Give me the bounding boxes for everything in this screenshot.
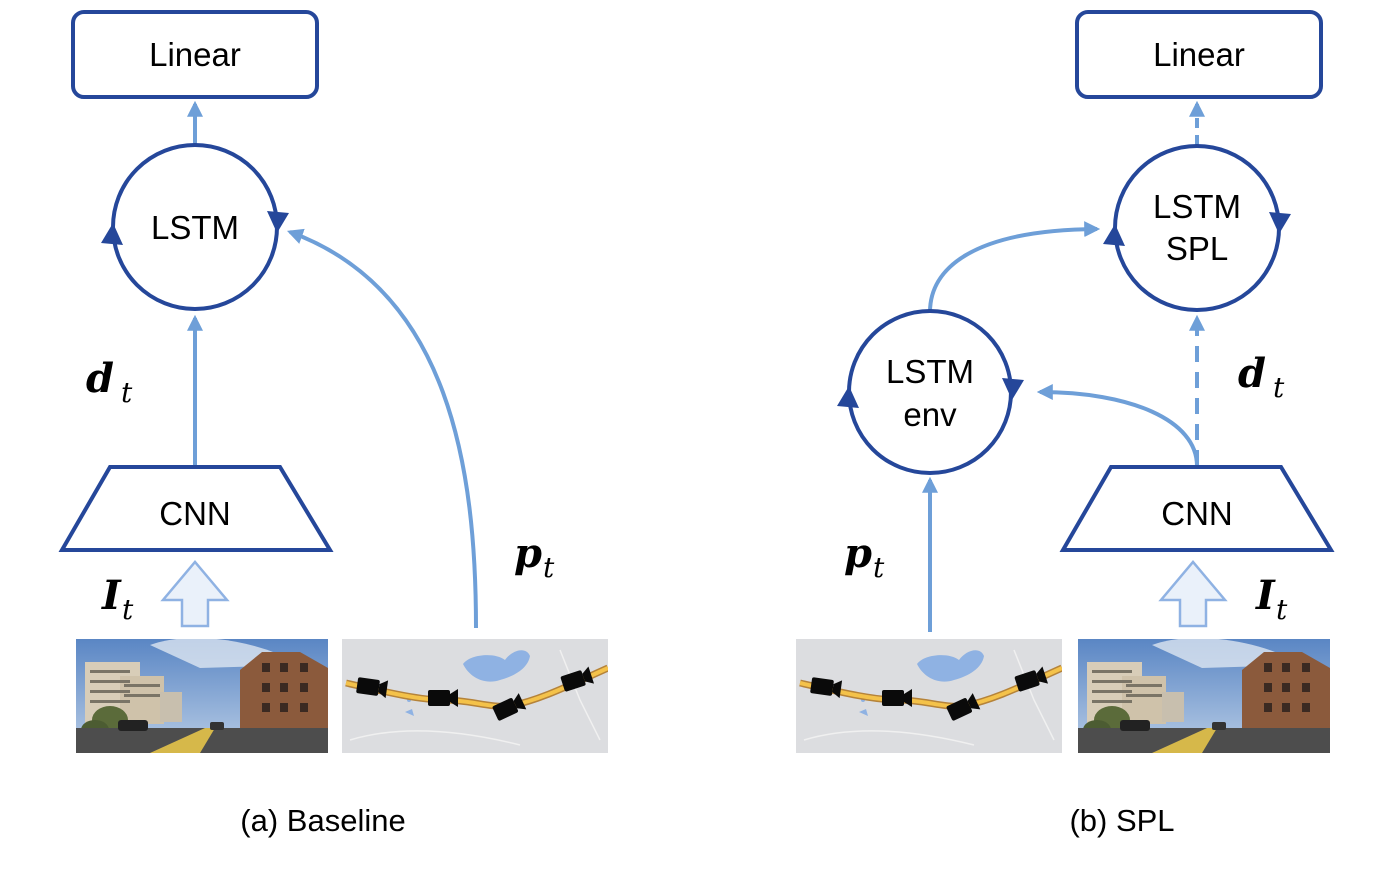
baseline-linear-label: Linear <box>149 36 241 73</box>
recurrence-arrowhead-icon <box>1103 224 1125 246</box>
spl-panel: Linear LSTM SPL LSTM env d t CNN <box>796 10 1335 838</box>
spl-d-label: d t <box>1238 350 1285 404</box>
svg-text:t: t <box>121 376 133 409</box>
svg-text:t: t <box>1276 593 1288 626</box>
map-with-camera-trajectory-icon <box>796 639 1062 753</box>
baseline-i-label: I t <box>101 572 134 626</box>
svg-text:t: t <box>122 593 134 626</box>
spl-caption: (b) SPL <box>1069 803 1174 838</box>
recurrence-arrowhead-icon <box>267 211 289 233</box>
baseline-linear-node: Linear <box>71 10 319 99</box>
recurrence-arrowhead-icon <box>837 386 859 408</box>
spl-image-input-arrow <box>1158 560 1228 628</box>
baseline-caption: (a) Baseline <box>240 803 405 838</box>
spl-lstm-spl-node: LSTM SPL <box>1103 144 1291 312</box>
spl-cnn-node: CNN <box>1059 465 1335 552</box>
baseline-cnn-label: CNN <box>159 495 231 532</box>
spl-lstm-env-label-line1: LSTM <box>886 353 974 390</box>
recurrence-arrowhead-icon <box>1269 212 1291 234</box>
svg-text:t: t <box>873 551 885 584</box>
map-with-camera-trajectory-icon <box>342 639 608 753</box>
baseline-image-input-arrow <box>160 560 230 628</box>
spl-lstm-spl-label-line1: LSTM <box>1153 188 1241 225</box>
svg-text:p: p <box>514 530 542 577</box>
spl-cnn-to-lstm-env-arrow <box>1036 384 1199 467</box>
recurrence-arrowhead-icon <box>101 223 123 245</box>
baseline-cnn-node: CNN <box>58 465 334 552</box>
spl-lstm-env-node: LSTM env <box>837 309 1024 475</box>
svg-text:d: d <box>1238 350 1266 397</box>
spl-linear-node: Linear <box>1075 10 1323 99</box>
baseline-position-to-lstm-arrow <box>286 228 478 629</box>
street-photo-icon <box>1078 639 1330 753</box>
spl-p-label: p t <box>844 530 885 584</box>
svg-text:t: t <box>1273 371 1285 404</box>
baseline-p-label: p t <box>514 530 555 584</box>
spl-lstm-env-label-line2: env <box>903 396 957 433</box>
svg-text:t: t <box>543 551 555 584</box>
svg-text:p: p <box>844 530 872 577</box>
spl-cnn-label: CNN <box>1161 495 1233 532</box>
recurrence-arrowhead-icon <box>1002 378 1024 400</box>
spl-i-label: I t <box>1255 572 1288 626</box>
baseline-d-label: d t <box>86 355 133 409</box>
baseline-panel: Linear LSTM d t CNN I t p t <box>58 10 608 838</box>
baseline-lstm-label: LSTM <box>151 209 239 246</box>
spl-lstm-spl-label-line2: SPL <box>1166 230 1228 267</box>
baseline-lstm-node: LSTM <box>101 143 289 311</box>
svg-text:I: I <box>1255 572 1276 619</box>
street-photo-icon <box>76 639 328 753</box>
spl-env-to-lstm-spl-arrow <box>928 221 1101 313</box>
spl-linear-label: Linear <box>1153 36 1245 73</box>
svg-text:d: d <box>86 355 114 402</box>
svg-text:I: I <box>101 572 122 619</box>
